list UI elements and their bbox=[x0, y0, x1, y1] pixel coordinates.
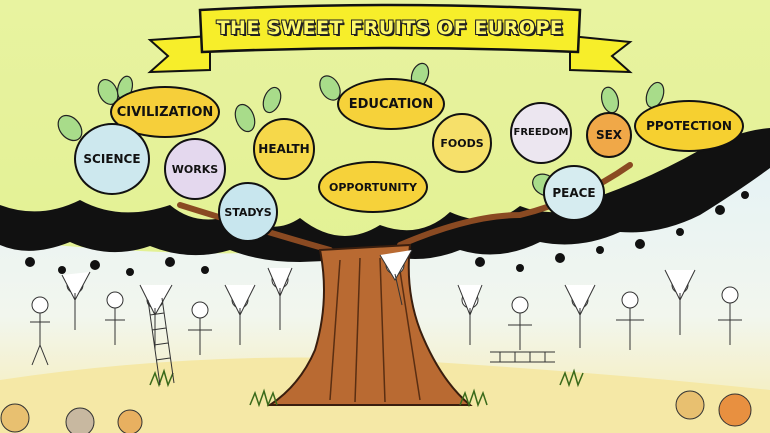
fruit-science: SCIENCE bbox=[74, 123, 150, 195]
canopy-spots bbox=[25, 191, 749, 276]
climbing-man bbox=[379, 249, 413, 306]
crowd bbox=[30, 249, 742, 386]
fruit-stadys: STADYS bbox=[218, 182, 278, 242]
ladder-right bbox=[490, 351, 555, 363]
fruit-peace: PEACE bbox=[543, 165, 605, 221]
crowd-left bbox=[30, 267, 293, 366]
fruit-sex: SEX bbox=[586, 112, 632, 158]
banner-title: THE SWEET FRUITS OF EUROPE bbox=[216, 17, 564, 39]
grass bbox=[149, 368, 584, 408]
foreground-figures bbox=[0, 390, 752, 433]
fruit-education: EDUCATION bbox=[337, 78, 445, 130]
fruit-ppotection: PPOTECTION bbox=[634, 100, 744, 152]
fruit-opportunity: OPPORTUNITY bbox=[318, 161, 428, 213]
trunk-texture bbox=[329, 257, 421, 403]
leaves bbox=[57, 62, 665, 197]
crowd-right bbox=[457, 269, 742, 350]
banner bbox=[198, 3, 582, 54]
fruit-health: HEALTH bbox=[253, 118, 315, 180]
fruit-freedom: FREEDOM bbox=[510, 102, 572, 164]
tree-trunk bbox=[266, 243, 473, 406]
fruit-foods: FOODS bbox=[432, 113, 492, 173]
banner-right-tail bbox=[569, 34, 633, 74]
ladder-left bbox=[147, 297, 175, 386]
canopy-shadow bbox=[0, 128, 770, 262]
fruit-works: WORKS bbox=[164, 138, 226, 200]
banner-left-tail bbox=[147, 34, 211, 74]
